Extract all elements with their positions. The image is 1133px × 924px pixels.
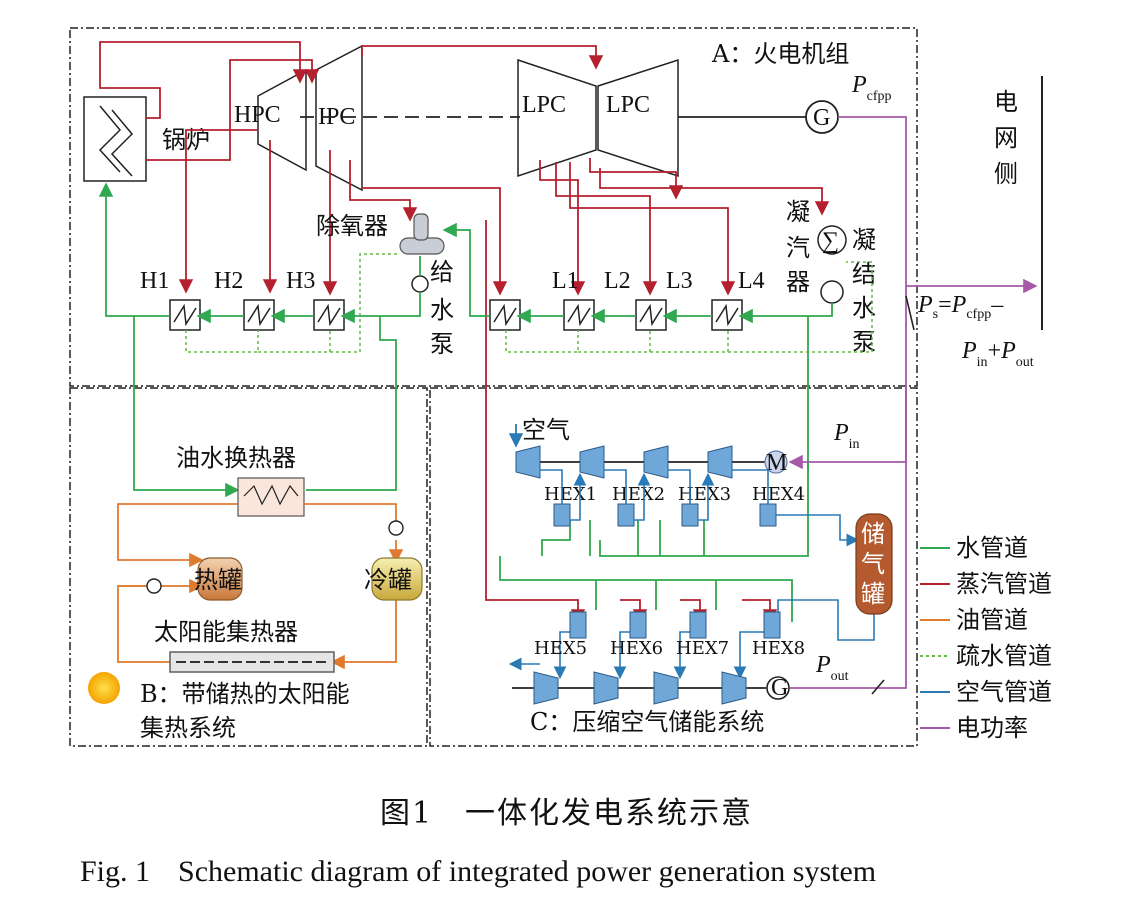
hot-tank-label: 热罐	[194, 566, 242, 594]
svg-text:HEX4: HEX4	[752, 484, 805, 505]
figure-caption-en-text: Schematic diagram of integrated power ge…	[178, 855, 877, 888]
heater-l3-label: L3	[666, 268, 693, 294]
air-storage-label-1: 储	[861, 520, 885, 548]
condenser-label-1: 凝	[786, 198, 810, 226]
lpc-label-2: LPC	[606, 92, 650, 118]
figure-caption-en: Fig. 1 Schematic diagram of integrated po…	[80, 855, 904, 889]
grid-switch	[905, 295, 915, 331]
drain-lines	[185, 253, 873, 353]
svg-text:HEX8: HEX8	[752, 638, 805, 659]
legend-label-oil: 油管道	[956, 606, 1028, 634]
condensate-pump-label-1: 凝	[852, 226, 876, 254]
p-in-label: Pin	[833, 420, 860, 452]
svg-text:HEX1: HEX1	[544, 484, 597, 505]
condenser	[817, 225, 847, 255]
figure-caption-cn: 图1 一体化发电系统示意	[379, 796, 754, 831]
heater-h2-label: H2	[214, 268, 243, 294]
grid-label-2: 网	[994, 124, 1018, 152]
grid-label-3: 侧	[994, 160, 1018, 188]
p-out-label: Pout	[815, 652, 849, 684]
system-diagram: A：火电机组 锅炉 HPC IPC LPC LPC G Pcfpp	[69, 27, 1052, 747]
deaerator-label: 除氧器	[316, 212, 388, 240]
legend-label-water: 水管道	[956, 534, 1028, 562]
legend: 水管道 蒸汽管道 油管道 疏水管道 空气管道 电功率	[920, 534, 1052, 742]
heater-h3-label: H3	[286, 268, 315, 294]
section-c-title: C：压缩空气储能系统	[530, 708, 764, 736]
ipc-turbine	[315, 44, 363, 192]
air-label: 空气	[522, 416, 570, 444]
legend-label-power: 电功率	[956, 714, 1028, 742]
heater-h1-label: H1	[140, 268, 169, 294]
condenser-label-2: 汽	[786, 234, 810, 262]
heater-l4-label: L4	[738, 268, 765, 294]
svg-text:HEX2: HEX2	[612, 484, 665, 505]
hex-bottom-units	[569, 611, 781, 639]
feed-pump-label-2: 水	[430, 296, 454, 324]
compressors	[515, 445, 733, 479]
boiler	[83, 96, 147, 182]
hpc-label: HPC	[234, 102, 281, 128]
hex-bottom-labels: HEX5 HEX6 HEX7 HEX8	[534, 638, 805, 659]
grid-label-1: 电	[994, 88, 1018, 116]
lpc-label-1: LPC	[522, 92, 566, 118]
condenser-sigma: ∑	[822, 228, 839, 254]
motor	[764, 450, 788, 474]
p-cfpp-label: Pcfpp	[851, 72, 892, 104]
hex-top-units	[553, 503, 777, 527]
solar-collector-label: 太阳能集热器	[154, 618, 298, 646]
hot-tank	[197, 557, 243, 601]
svg-text:HEX3: HEX3	[678, 484, 731, 505]
section-b-title-1: B：带储热的太阳能	[140, 680, 350, 708]
air-storage-tank	[855, 513, 893, 615]
feed-pump-label-3: 泵	[430, 330, 454, 358]
hp-heaters	[169, 299, 345, 331]
feed-pump-label-1: 给	[430, 258, 454, 286]
lp-heaters	[489, 299, 743, 331]
feed-pump	[411, 275, 429, 293]
oil-pump-2	[146, 578, 162, 594]
lpc-turbine-2	[597, 58, 679, 178]
oil-water-hx-label: 油水换热器	[176, 444, 296, 472]
c-switch	[871, 679, 885, 695]
section-a-title: A：火电机组	[711, 40, 849, 68]
oil-water-hx	[237, 477, 305, 517]
expanders	[533, 671, 747, 705]
deaerator	[399, 213, 445, 255]
legend-label-air: 空气管道	[956, 678, 1052, 706]
cold-tank	[371, 557, 423, 601]
generator-c-label: G	[771, 675, 788, 701]
section-b-title-2: 集热系统	[140, 714, 236, 742]
legend-label-steam: 蒸汽管道	[956, 570, 1052, 598]
section-a-box	[69, 27, 918, 387]
cold-tank-label: 冷罐	[364, 566, 412, 594]
pin-pout-expr: Pin+Pout	[961, 338, 1034, 370]
figure-caption-en-number: Fig. 1	[80, 855, 151, 888]
section-b-box	[69, 387, 428, 747]
air-storage-label-3: 罐	[861, 580, 885, 608]
oil-pump	[388, 520, 404, 536]
power-lines	[788, 116, 1038, 689]
boiler-coil	[98, 105, 134, 177]
water-lines	[98, 182, 833, 622]
lpc-turbine-1	[517, 58, 597, 178]
ps-equation: Ps=Pcfpp–	[917, 292, 1004, 322]
heater-l2-label: L2	[604, 268, 631, 294]
hex-top-labels: HEX1 HEX2 HEX3 HEX4	[544, 484, 805, 505]
svg-text:HEX5: HEX5	[534, 638, 587, 659]
condensate-pump	[820, 280, 844, 304]
svg-text:HEX6: HEX6	[610, 638, 663, 659]
svg-text:HEX7: HEX7	[676, 638, 729, 659]
heater-l1-label: L1	[552, 268, 579, 294]
section-c-box	[429, 387, 918, 747]
legend-label-drain: 疏水管道	[956, 642, 1052, 670]
air-storage-label-2: 气	[861, 550, 885, 578]
generator-a-label: G	[813, 105, 830, 131]
generator-c	[766, 676, 790, 700]
oil-water-hx-coil	[243, 484, 299, 506]
sun-icon	[88, 672, 120, 704]
condenser-label-3: 器	[786, 268, 810, 296]
motor-label: M	[766, 450, 787, 476]
